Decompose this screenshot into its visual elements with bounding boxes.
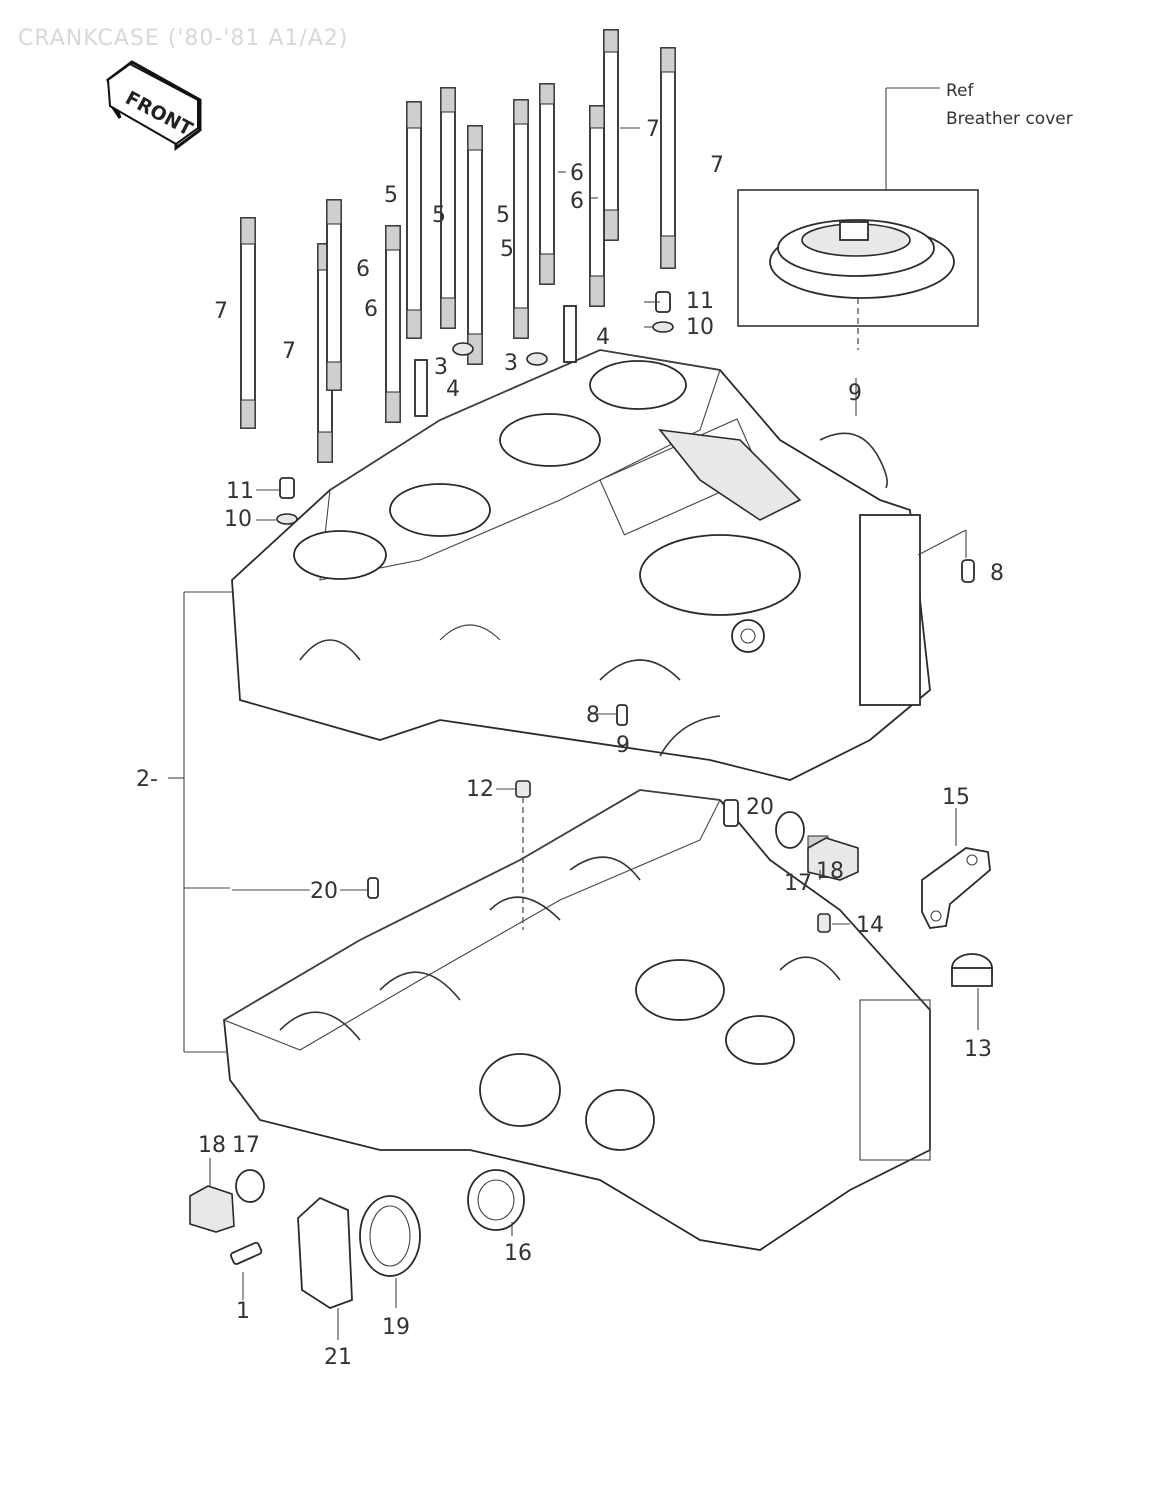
diagram-title: CRANKCASE ('80-'81 A1/A2) [18,26,348,51]
dowel-pin-item-8 [616,529,975,726]
callout-17b: 17 [232,1133,260,1158]
callout-4a: 4 [446,377,460,402]
upper-crankcase-half [231,349,931,781]
o-ring-item-3 [452,342,548,366]
gasket-item-17-left [235,1169,265,1203]
transmission-bore [639,534,801,616]
callout-5d: 5 [500,237,514,262]
callout-9b: 9 [616,733,630,758]
lower-case-bore-2 [725,1015,795,1065]
bracket-item-15 [921,808,991,929]
callout-10b: 10 [224,507,252,532]
callout-4b: 4 [596,325,610,350]
seal-item-19 [359,1195,421,1308]
callout-7d: 7 [710,153,724,178]
oil-plug-item-18-left [189,1158,235,1233]
callout-13: 13 [964,1037,992,1062]
callout-17a: 17 [784,871,812,896]
lower-case-bearing-housing-1 [479,1053,561,1127]
callout-7c: 7 [646,117,660,142]
callout-6a: 6 [356,257,370,282]
callout-18b: 18 [198,1133,226,1158]
callout-6b: 6 [364,297,378,322]
oil-plug-item-18-right [807,835,859,881]
breather-cover-icon [769,219,955,299]
callout-6d: 6 [570,189,584,214]
front-arrow-icon: FRONT [106,60,202,151]
callout-20a: 20 [746,795,774,820]
breather-cover-box [737,189,979,327]
cylinder-bore-2 [389,483,491,537]
lower-case-bore-1 [635,959,725,1021]
plug-item-12 [515,780,531,798]
callout-7a: 7 [214,299,228,324]
cover-item-21 [297,1196,353,1340]
callout-5a: 5 [384,183,398,208]
callout-8a: 8 [990,561,1004,586]
stud-item-4 [414,305,577,417]
callout-7b: 7 [282,339,296,364]
cylinder-bore-3 [499,413,601,467]
callout-3a: 3 [434,355,448,380]
callout-14: 14 [856,913,884,938]
callout-19: 19 [382,1315,410,1340]
dowel-pin-item-11 [279,291,671,499]
callout-12: 12 [466,777,494,802]
callout-2-bracket [168,591,234,1053]
lower-case-bearing-housing-2 [585,1089,655,1151]
breather-cover-reference: Ref Breather cover [737,81,1073,350]
cylinder-bore-4 [589,360,687,410]
stud-item-6 [326,83,605,423]
callout-10a: 10 [686,315,714,340]
callout-20b: 20 [310,879,338,904]
breather-cover-label: Breather cover [946,109,1073,129]
callout-leaders [232,127,857,925]
callout-18a: 18 [816,859,844,884]
callout-5b: 5 [432,203,446,228]
callout-numbers: 1 2- 3 3 4 4 5 5 5 5 6 6 6 6 7 7 7 7 8 8… [136,117,1004,1370]
bolt-item-1 [230,1241,263,1300]
dowel-pin-item-20 [367,799,739,899]
o-ring-item-10 [276,321,674,525]
callout-15: 15 [942,785,970,810]
callout-16: 16 [504,1241,532,1266]
callout-11b: 11 [226,479,254,504]
callout-2: 2- [136,767,158,792]
cylinder-bore-1 [293,530,387,580]
callout-5c: 5 [496,203,510,228]
pin-item-14 [817,913,831,933]
upper-case-side-panel [859,514,921,706]
callout-11a: 11 [686,289,714,314]
callout-8b: 8 [586,703,600,728]
callout-9a: 9 [848,381,862,406]
cap-item-13 [951,953,993,1030]
callout-21: 21 [324,1345,352,1370]
callout-1: 1 [236,1299,250,1324]
breather-ref-label: Ref [946,81,975,101]
callout-3b: 3 [504,351,518,376]
bearing-insert-item-9 [659,432,888,757]
lower-crankcase-half [222,789,931,1251]
callout-6c: 6 [570,161,584,186]
stud-item-5 [406,87,529,365]
gasket-item-17-right [775,811,805,849]
bearing-item-16 [467,1169,525,1236]
